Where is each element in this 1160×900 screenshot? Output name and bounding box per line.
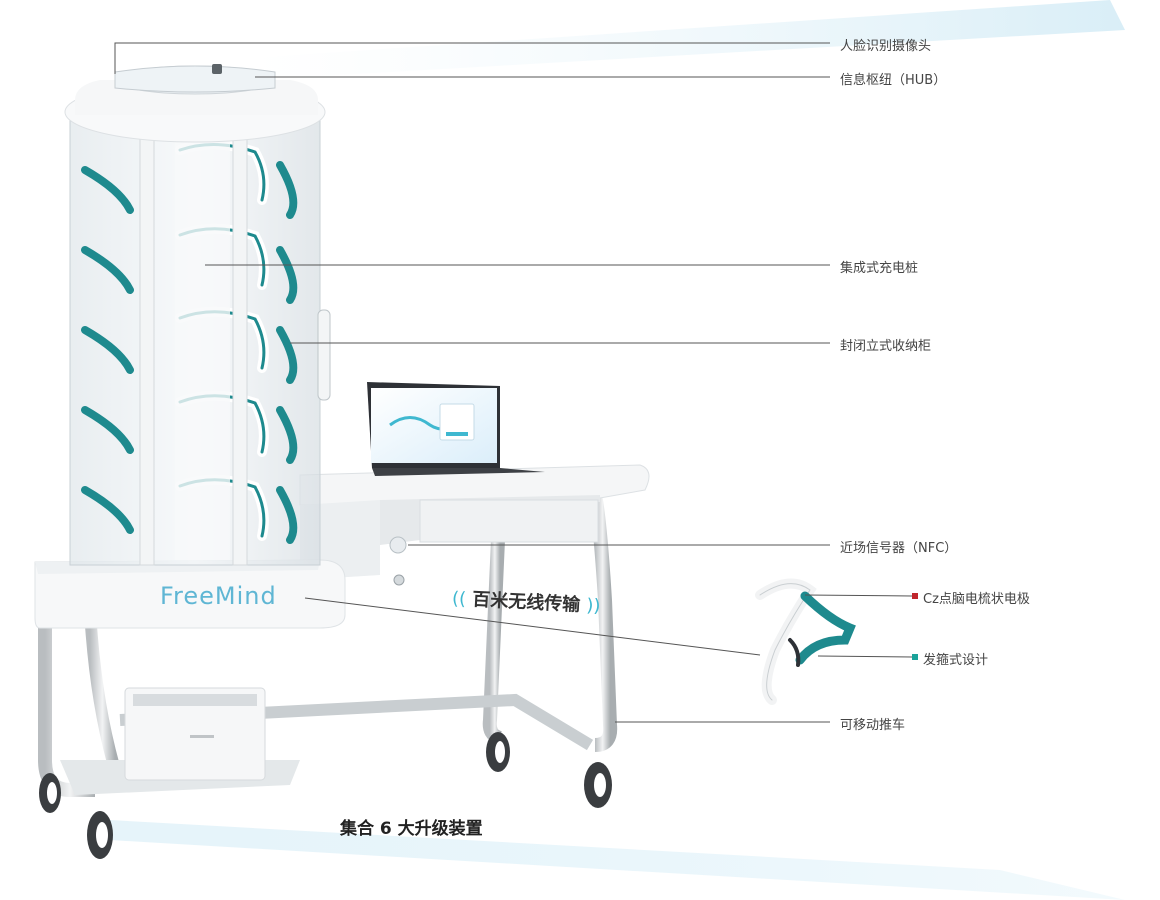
brand-logo: FreeMind bbox=[160, 582, 277, 610]
camera-icon bbox=[212, 64, 222, 74]
signal-wave-icon: )) bbox=[585, 595, 602, 617]
headband-device bbox=[755, 578, 856, 705]
storage-cabinet bbox=[69, 114, 331, 566]
label-cabinet: 封闭立式收纳柜 bbox=[840, 339, 932, 354]
signal-wave-icon: (( bbox=[451, 588, 467, 610]
caption: 集合 6 大升级装置 bbox=[340, 819, 483, 839]
label-cart: 可移动推车 bbox=[840, 718, 906, 733]
light-beam-bottom bbox=[110, 820, 1125, 900]
wireless-text: 百米无线传输 bbox=[471, 589, 581, 616]
label-nfc: 近场信号器（NFC） bbox=[840, 541, 958, 556]
mobile-cart bbox=[38, 493, 618, 859]
label-face-camera: 人脸识别摄像头 bbox=[840, 39, 932, 54]
laptop bbox=[367, 382, 545, 476]
label-headband: 发箍式设计 bbox=[923, 653, 989, 668]
light-beam-top bbox=[250, 0, 1125, 80]
callout-lines bbox=[114, 42, 913, 723]
bullet-red bbox=[912, 593, 918, 599]
bullet-teal bbox=[912, 654, 918, 660]
label-cz-electrode: Cz点脑电梳状电极 bbox=[923, 592, 1030, 607]
tower-top bbox=[64, 64, 326, 143]
label-hub: 信息枢纽（HUB） bbox=[840, 73, 947, 88]
label-charging: 集成式充电桩 bbox=[840, 261, 919, 276]
